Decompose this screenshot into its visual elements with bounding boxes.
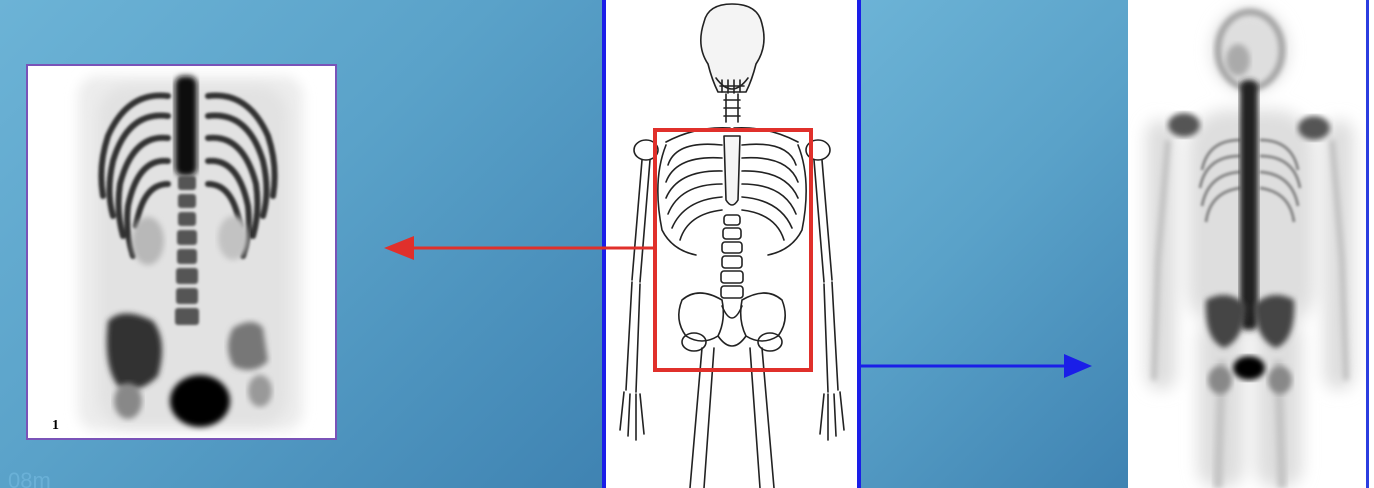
whole-body-scan-image: [1128, 0, 1366, 488]
scan-panel-number: 1: [52, 418, 59, 434]
torso-scan-image: 1: [26, 64, 337, 440]
skeleton-illustration-panel: [606, 0, 857, 488]
torso-scan-drawing: [28, 66, 335, 438]
blue-divider-line-left: [602, 0, 606, 488]
blue-background-right: [860, 0, 1128, 488]
skeleton-illustration: [606, 0, 857, 488]
whole-body-scan-drawing: [1128, 0, 1366, 488]
blue-divider-line-right: [857, 0, 861, 488]
blue-divider-line-far-right: [1366, 0, 1369, 488]
corner-watermark-text: 08m: [8, 470, 51, 488]
